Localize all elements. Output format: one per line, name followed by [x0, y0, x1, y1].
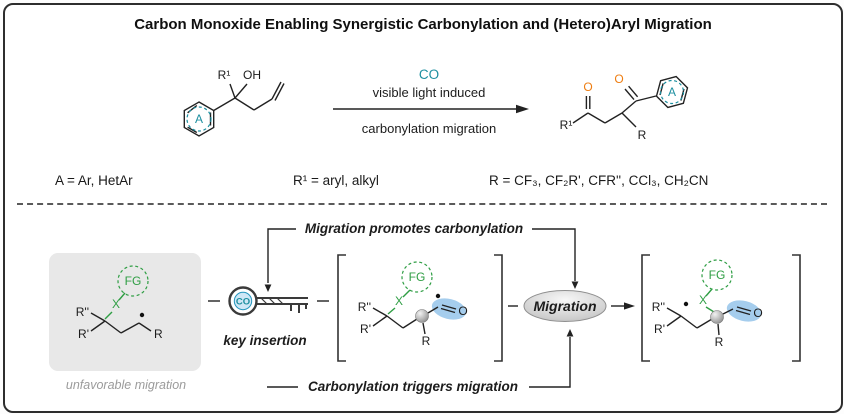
- intermediate2-r-label: R: [715, 335, 724, 349]
- reactant-r1-label: R¹: [218, 68, 231, 82]
- bottom-connectors: [267, 329, 574, 388]
- bracket-left-1: [337, 254, 346, 362]
- product-o1-label: O: [583, 80, 592, 94]
- intermediate1-fg-dashed-circle: [401, 261, 433, 293]
- intermediate2-fg-dashed-circle: [701, 259, 733, 291]
- intermediate2-fg-label: FG: [709, 268, 726, 282]
- migration-label: Migration: [534, 298, 597, 314]
- top-mechanism-label: Migration promotes carbonylation: [305, 221, 523, 236]
- intermediate2-group: FG X R'' R' R O: [641, 254, 801, 362]
- intermediate2-carbon-ball: [710, 310, 724, 324]
- definition-r: R = CF₃, CF₂R', CFR'', CCl₃, CH₂CN: [489, 173, 709, 188]
- product-r1-label: R¹: [560, 118, 573, 132]
- intermediate1-radical-dot: [435, 293, 441, 299]
- definition-r1: R¹ = aryl, alkyl: [293, 173, 379, 188]
- migration-ellipse: [523, 290, 607, 322]
- unfavorable-r-label: R: [154, 327, 163, 341]
- unfavorable-fg-label: FG: [125, 274, 142, 288]
- migration-arrowhead: [624, 302, 635, 310]
- migration-badge-group: Migration: [508, 290, 635, 322]
- reaction-arrow: [333, 104, 529, 114]
- intermediate2-radical-dot: [683, 301, 689, 307]
- unfavorable-fg-dashed-circle: [117, 265, 149, 297]
- unfavorable-structure: FG X R'' R' R: [76, 265, 163, 341]
- product-a-label: A: [668, 85, 676, 99]
- product-o2-label: O: [614, 72, 623, 86]
- intermediate1-carbon-ball: [415, 309, 429, 323]
- reactant-structure: A R¹ OH: [183, 68, 285, 137]
- co-reagent-label: CO: [419, 67, 439, 82]
- reactant-oh-label: OH: [243, 68, 261, 82]
- acyl-highlight-1: [431, 298, 467, 320]
- intermediate1-structure: FG X R'' R' R O: [358, 261, 468, 348]
- intermediate1-o-label: O: [458, 304, 467, 318]
- intermediate2-o-label: O: [753, 306, 762, 320]
- acyl-highlight-2: [726, 300, 762, 322]
- unfavorable-rdprime-label: R'': [76, 305, 89, 319]
- unfavorable-radical-dot: [139, 312, 145, 318]
- intermediate1-fg-label: FG: [409, 270, 426, 284]
- reactant-a-label: A: [195, 112, 203, 126]
- mechanism-scheme: Migration promotes carbonylation Carbony…: [49, 221, 801, 394]
- bracket-right-1: [494, 254, 503, 362]
- product-aryl-dashed-circle: [659, 79, 685, 105]
- product-r-label: R: [638, 128, 647, 142]
- top-connectors: [264, 228, 579, 292]
- product-structure: R¹ O R O A: [560, 72, 689, 142]
- unfavorable-x-label: X: [112, 297, 120, 311]
- key-co-label: CO: [236, 297, 250, 308]
- unfavorable-box: FG X R'' R' R unfavorable migration: [49, 253, 201, 392]
- bracket-right-2: [792, 254, 801, 362]
- reaction-scheme: A R¹ OH CO visible light induced carbony…: [183, 67, 689, 142]
- condition-top-label: visible light induced: [373, 85, 486, 100]
- bottom-mechanism-label: Carbonylation triggers migration: [308, 379, 518, 394]
- intermediate2-structure: FG X R'' R' R O: [652, 259, 763, 349]
- intermediate2-rprime-label: R': [654, 322, 665, 336]
- substituent-definitions: A = Ar, HetAr R¹ = aryl, alkyl R = CF₃, …: [5, 173, 841, 193]
- definition-a: A = Ar, HetAr: [55, 173, 133, 188]
- intermediate2-x-label: X: [699, 293, 707, 307]
- intermediate1-x-label: X: [395, 294, 403, 308]
- key-insertion-group: CO key insertion: [208, 286, 329, 348]
- intermediate1-group: FG X R'' R' R O: [337, 254, 503, 362]
- gray-panel: [49, 253, 201, 371]
- bracket-left-2: [641, 254, 650, 362]
- intermediate1-rprime-label: R': [360, 322, 371, 336]
- key-shaft: [257, 297, 308, 313]
- unfavorable-caption: unfavorable migration: [66, 378, 186, 392]
- key-co-circle: [233, 291, 253, 311]
- condition-bottom-label: carbonylation migration: [362, 121, 496, 136]
- unfavorable-rprime-label: R': [78, 327, 89, 341]
- intermediate1-r-label: R: [422, 334, 431, 348]
- dashed-divider: [17, 203, 827, 205]
- key-caption: key insertion: [223, 333, 306, 348]
- intermediate2-rdprime-label: R'': [652, 300, 665, 314]
- reactant-aryl-dashed-circle: [186, 106, 212, 132]
- figure-frame: Carbon Monoxide Enabling Synergistic Car…: [3, 3, 843, 413]
- figure-title: Carbon Monoxide Enabling Synergistic Car…: [134, 16, 712, 33]
- intermediate1-rdprime-label: R'': [358, 300, 371, 314]
